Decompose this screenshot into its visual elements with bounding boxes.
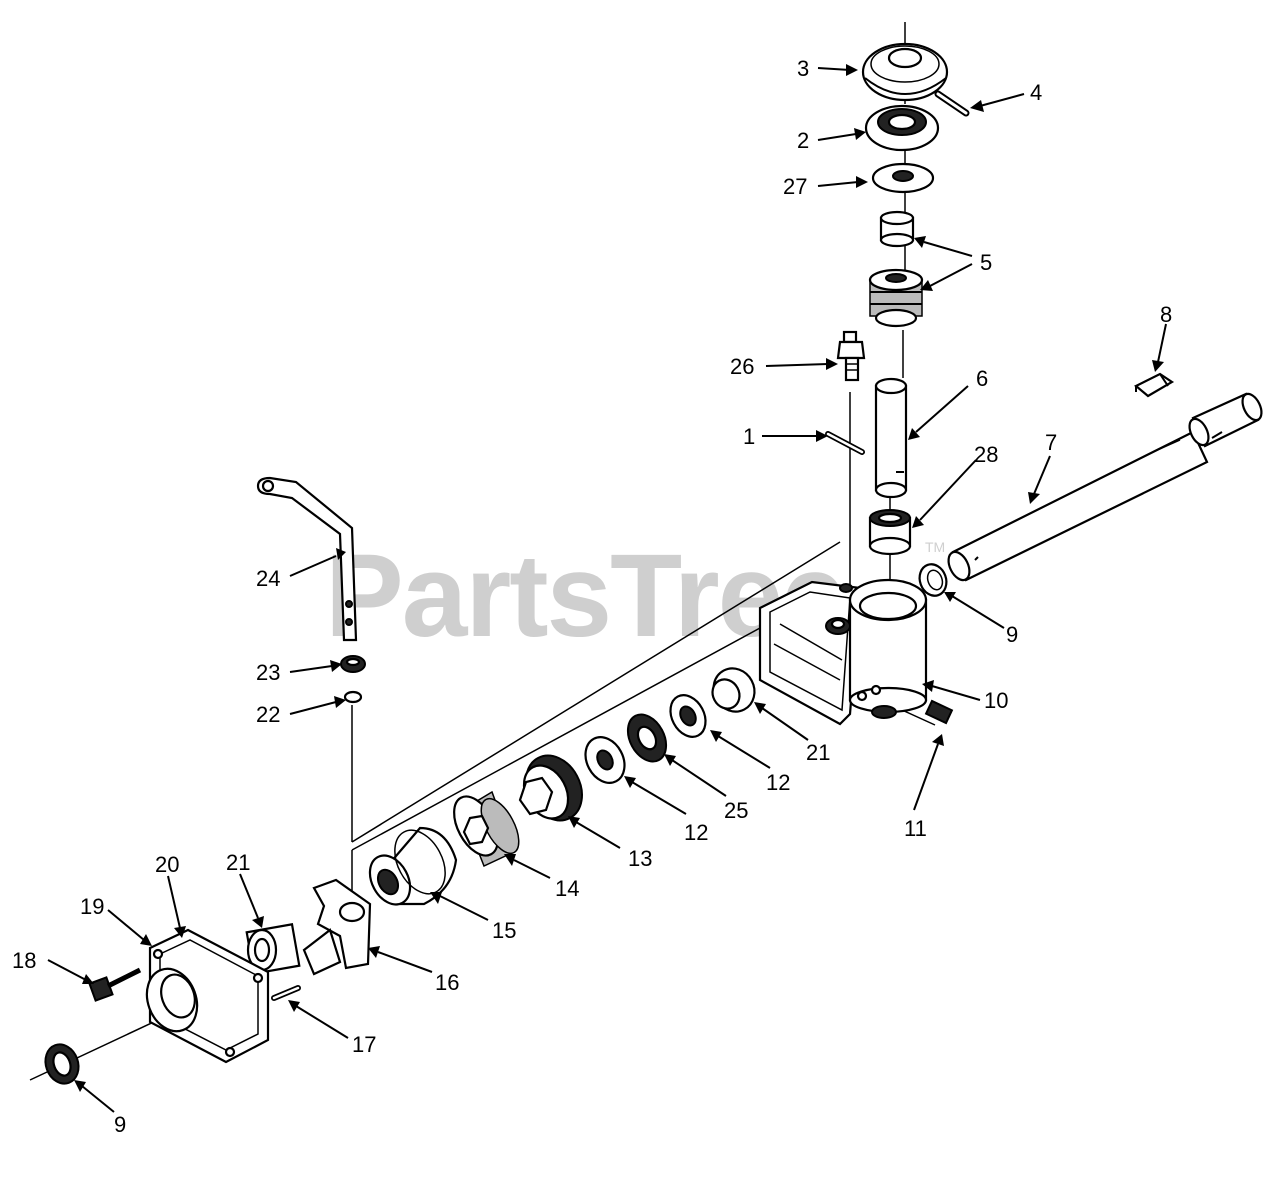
part-thrust-bearing-25: [626, 713, 668, 763]
callout-5: 5: [980, 250, 992, 275]
part-set-screw-11: [924, 699, 954, 725]
callout-12-right: 12: [766, 770, 790, 795]
callout-2: 2: [797, 128, 809, 153]
part-bushing-5: [879, 210, 915, 248]
part-washer-12-right: [669, 694, 707, 738]
part-key-8: [1134, 372, 1175, 398]
callout-24: 24: [256, 566, 280, 591]
part-grease-fitting: [836, 330, 866, 382]
callout-11: 11: [904, 816, 927, 841]
part-axle-7: [947, 392, 1263, 582]
callout-8: 8: [1160, 302, 1172, 327]
callout-9-lower: 9: [114, 1112, 126, 1137]
callout-21-right: 21: [806, 740, 830, 765]
leader-lines: [47, 64, 1167, 1113]
callout-6: 6: [976, 366, 988, 391]
part-cone-15: [368, 826, 458, 906]
part-bearing-2: [864, 104, 940, 152]
watermark-trademark: TM: [925, 539, 945, 555]
callout-19: 19: [80, 894, 104, 919]
part-housing-10: [758, 578, 928, 726]
callout-labels: 3 4 2 27 5 8 26 6 1 7 28 24 9 23 10 22 2…: [12, 56, 1172, 1137]
callout-26: 26: [730, 354, 754, 379]
part-bolt-18: [88, 967, 142, 1002]
part-collar-5: [868, 268, 924, 328]
callout-23: 23: [256, 660, 280, 685]
callout-9-upper: 9: [1006, 622, 1018, 647]
part-ring-9-upper: [918, 563, 948, 597]
part-o-ring-22: [343, 690, 363, 704]
part-cover-20: [145, 928, 270, 1064]
callout-3: 3: [797, 56, 809, 81]
callout-1: 1: [743, 424, 755, 449]
callout-20: 20: [155, 852, 179, 877]
callout-4: 4: [1030, 80, 1042, 105]
callout-15: 15: [492, 918, 516, 943]
part-shaft-6: [874, 377, 908, 499]
part-shift-arm-24: [256, 476, 358, 642]
callout-17: 17: [352, 1032, 376, 1057]
callout-16: 16: [435, 970, 459, 995]
callout-22: 22: [256, 702, 280, 727]
part-washer-12-left: [584, 736, 626, 784]
callout-28: 28: [974, 442, 998, 467]
callout-18: 18: [12, 948, 36, 973]
part-e-ring-23: [340, 655, 366, 673]
part-bushing-21-left: [245, 923, 301, 975]
part-clutch-14: [453, 790, 520, 868]
callout-27: 27: [783, 174, 807, 199]
part-needle-bearing-28: [868, 509, 912, 556]
part-pulley: [861, 42, 949, 102]
part-gear-13: [518, 754, 583, 822]
part-washer-27: [871, 162, 935, 194]
part-shift-fork-16: [302, 878, 372, 976]
callout-25: 25: [724, 798, 748, 823]
callout-10: 10: [984, 688, 1008, 713]
part-ring-9-lower: [44, 1043, 80, 1085]
callout-12-left: 12: [684, 820, 708, 845]
callout-13: 13: [628, 846, 652, 871]
part-bushing-21-right: [711, 667, 756, 713]
callout-7: 7: [1045, 430, 1057, 455]
callout-14: 14: [555, 876, 579, 901]
callout-21-left: 21: [226, 850, 250, 875]
